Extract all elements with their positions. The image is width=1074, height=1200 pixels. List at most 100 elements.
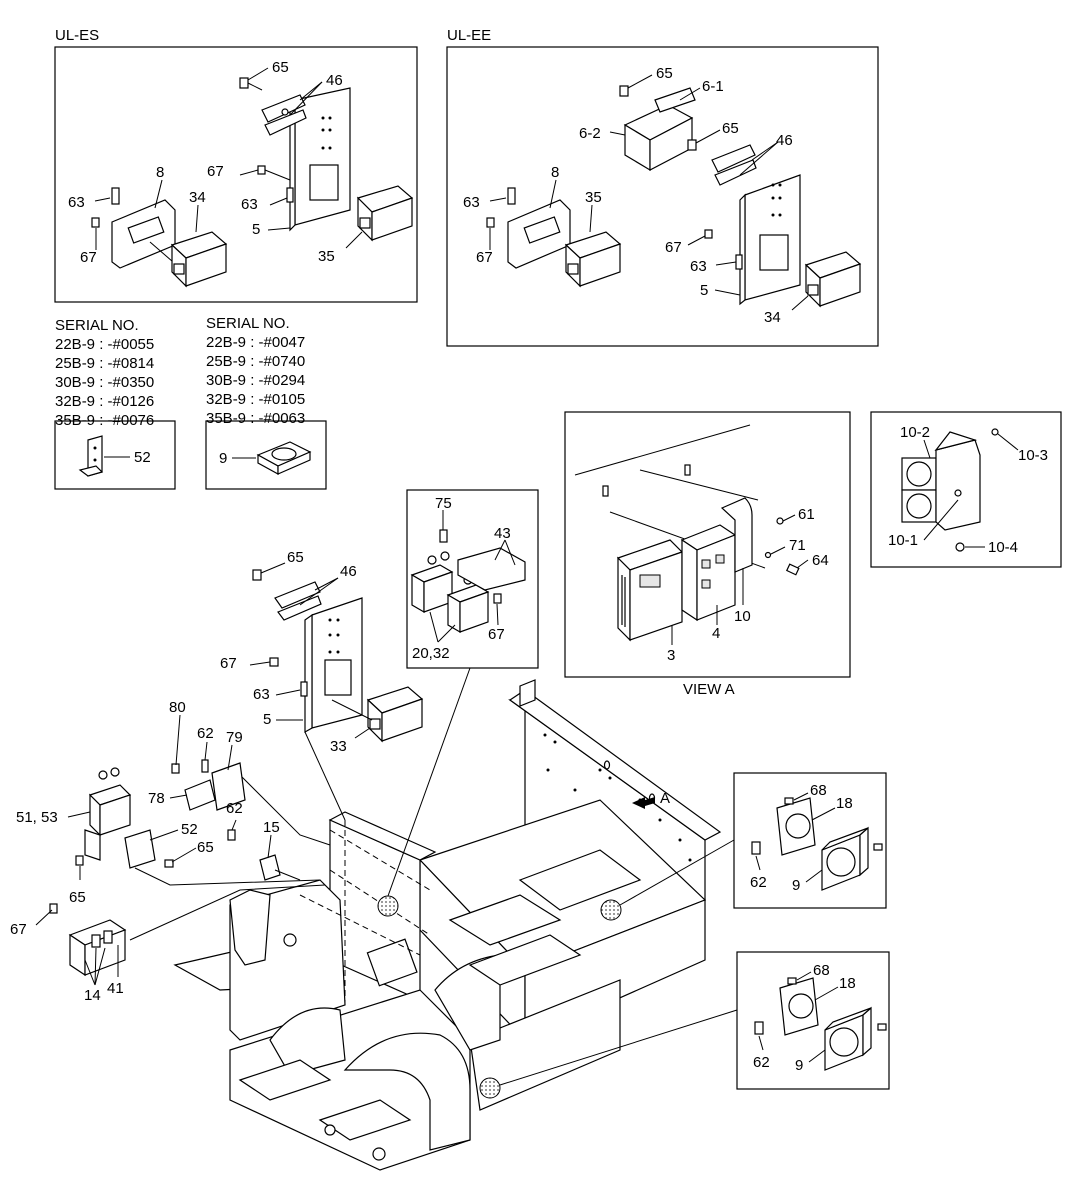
serial-line: 32B-9 : -#0105 xyxy=(206,391,305,408)
label-63: 63 xyxy=(253,686,270,703)
ul-es-frame-8 xyxy=(111,199,181,269)
label-20-32: 20,32 xyxy=(412,645,450,662)
ul-ee-frame xyxy=(446,46,879,347)
controller-3 xyxy=(616,539,684,642)
serial-line: 30B-9 : -#0350 xyxy=(55,374,154,391)
label-78: 78 xyxy=(148,790,165,807)
label-67: 67 xyxy=(80,249,97,266)
ul-es-frame xyxy=(54,46,418,303)
screw-67 xyxy=(493,593,502,604)
ul-ee-screw-65a xyxy=(619,85,629,97)
view-a-panel: 61 71 64 10 4 3 VIEW A xyxy=(564,411,851,698)
label-6-1: 6-1 xyxy=(702,78,724,95)
label-62: 62 xyxy=(753,1054,770,1071)
serial-line: 25B-9 : -#0740 xyxy=(206,353,305,370)
label-80: 80 xyxy=(169,699,186,716)
bracket-43 xyxy=(457,547,526,591)
screw-fan xyxy=(877,1023,887,1031)
ul-ee-bolt-63a xyxy=(507,187,516,205)
ul-ee-panel: UL-EE xyxy=(446,27,879,347)
routing-lines xyxy=(299,820,431,1005)
screw-61 xyxy=(776,517,784,525)
contactor-panel: 75 43 67 20,32 xyxy=(406,489,539,669)
ul-ee-screw-67b xyxy=(704,229,713,239)
ul-es-screw-65 xyxy=(239,77,263,91)
screw-fan xyxy=(873,843,883,851)
label-79: 79 xyxy=(226,729,243,746)
mid-bracket-assy xyxy=(252,569,424,743)
label-8: 8 xyxy=(551,164,559,181)
fan-inset-upper: 68 18 62 9 xyxy=(733,772,887,909)
ul-ee-bracket-6 xyxy=(623,87,696,172)
clip-15 xyxy=(259,854,281,881)
ul-ee-frame-8 xyxy=(507,199,571,269)
label-9: 9 xyxy=(792,877,800,894)
washer-71 xyxy=(764,551,772,559)
ul-ee-bracket-plate xyxy=(711,144,801,306)
label-6-2: 6-2 xyxy=(579,125,601,142)
gasket-18 xyxy=(776,797,816,856)
box-9-frame xyxy=(205,420,327,490)
fan-10-frame xyxy=(870,411,1062,568)
label-18: 18 xyxy=(836,795,853,812)
screw-62 xyxy=(751,841,761,855)
label-15: 15 xyxy=(263,819,280,836)
serial-block-right: SERIAL NO. 22B-9 : -#0047 25B-9 : -#0740… xyxy=(205,315,327,490)
screw-68 xyxy=(787,977,797,985)
label-14: 14 xyxy=(84,987,101,1004)
serial-line: 30B-9 : -#0294 xyxy=(206,372,305,389)
label-41: 41 xyxy=(107,980,124,997)
bracket-52 xyxy=(78,435,104,477)
label-3: 3 xyxy=(667,647,675,664)
screw-68 xyxy=(784,797,794,805)
fan-9 xyxy=(256,441,312,476)
label-46: 46 xyxy=(326,72,343,89)
ul-es-bolt-63 xyxy=(286,187,294,203)
label-10-4: 10-4 xyxy=(988,539,1018,556)
ul-es-relay-34 xyxy=(170,231,228,288)
label-65: 65 xyxy=(272,59,289,76)
view-a-frame xyxy=(564,411,851,678)
label-52: 52 xyxy=(181,821,198,838)
label-68: 68 xyxy=(810,782,827,799)
fan-9 xyxy=(824,1006,872,1071)
label-35: 35 xyxy=(318,248,335,265)
ring-10-4 xyxy=(955,542,965,552)
label-10: 10 xyxy=(734,608,751,625)
label-43: 43 xyxy=(494,525,511,542)
fan-10-2 xyxy=(901,457,937,523)
fan-inset-lower-frame xyxy=(736,951,890,1090)
label-67: 67 xyxy=(207,163,224,180)
main-chassis xyxy=(173,679,722,1171)
main-labels: 65 46 67 63 5 33 80 62 79 78 51, 53 52 6… xyxy=(10,549,371,1004)
label-10-1: 10-1 xyxy=(888,532,918,549)
ul-es-title: UL-ES xyxy=(55,27,99,44)
label-10-3: 10-3 xyxy=(1018,447,1048,464)
label-46: 46 xyxy=(340,563,357,580)
ul-ee-relay-35 xyxy=(564,231,622,288)
ul-es-panel: UL-ES xyxy=(54,27,418,303)
ul-ee-screw-67a xyxy=(486,217,495,228)
label-9: 9 xyxy=(219,450,227,467)
ul-ee-relay-34 xyxy=(804,251,862,308)
label-5: 5 xyxy=(263,711,271,728)
label-5: 5 xyxy=(700,282,708,299)
screw-10-3 xyxy=(991,428,999,436)
label-67: 67 xyxy=(665,239,682,256)
label-35: 35 xyxy=(585,189,602,206)
view-a-arrow: A xyxy=(632,790,670,809)
label-65: 65 xyxy=(656,65,673,82)
label-33: 33 xyxy=(330,738,347,755)
label-62: 62 xyxy=(226,800,243,817)
label-61: 61 xyxy=(798,506,815,523)
ul-es-relay-35 xyxy=(356,185,414,242)
screw-75 xyxy=(439,529,448,543)
locator-markers xyxy=(377,667,738,1099)
label-10-2: 10-2 xyxy=(900,424,930,441)
gasket-18 xyxy=(779,977,819,1036)
label-8: 8 xyxy=(156,164,164,181)
locator-fan-upper xyxy=(600,899,622,921)
serial-line: SERIAL NO. xyxy=(55,317,139,334)
ul-es-bracket-plate xyxy=(261,87,351,232)
